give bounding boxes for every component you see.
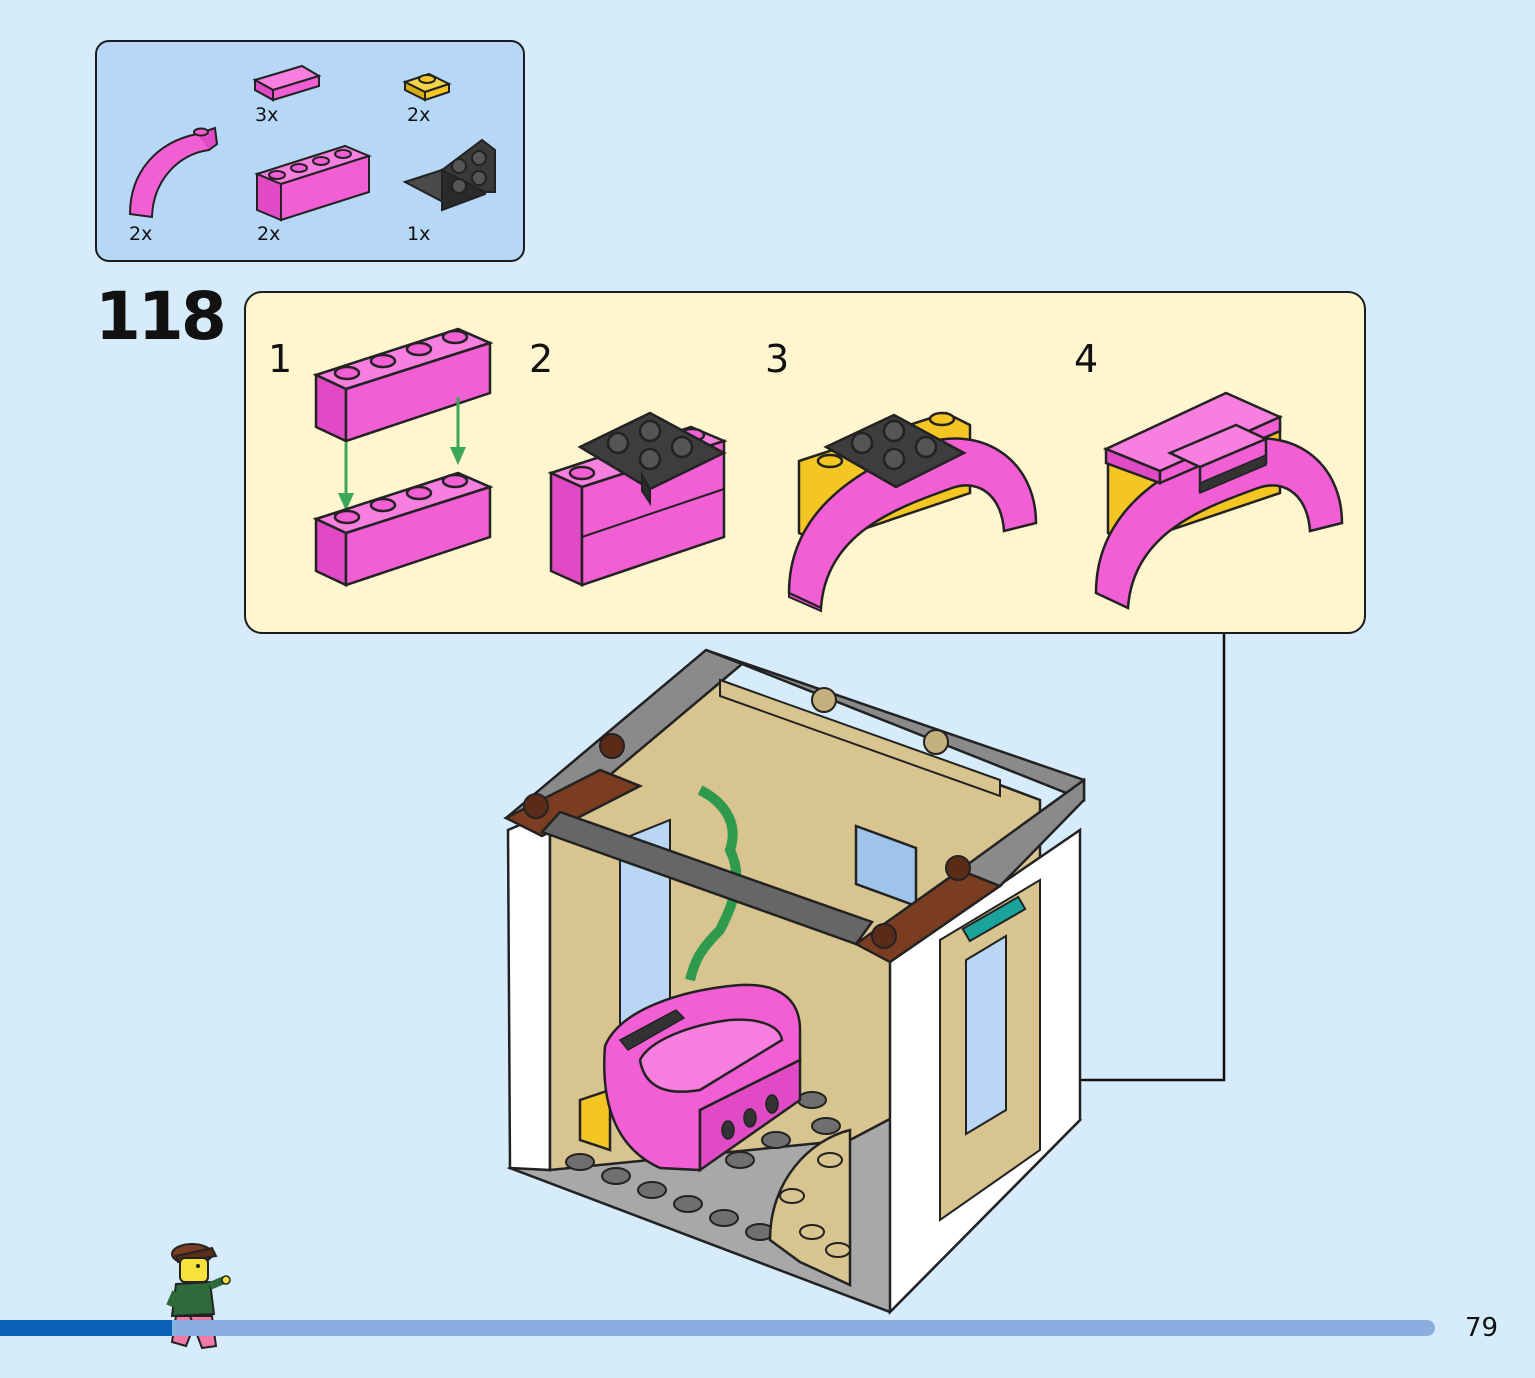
callout-arrow-icon <box>800 1066 836 1094</box>
pink-brick-1x4-icon <box>254 144 372 222</box>
substeps-illustrations <box>312 327 1344 613</box>
substep-label-3: 3 <box>765 337 790 381</box>
substep-3-illustration <box>787 411 1038 613</box>
substep-2-illustration <box>547 411 728 587</box>
progress-bar <box>0 1320 1435 1336</box>
black-bracket-icon <box>402 138 496 212</box>
substep-label-2: 2 <box>529 337 554 381</box>
step-number: 118 <box>95 278 227 355</box>
substep-label-1: 1 <box>268 337 293 381</box>
pink-curved-slope-icon <box>128 126 219 219</box>
parts-list-box: 3x 2x 2x 2x 1x <box>95 40 525 262</box>
page-number: 79 <box>1465 1313 1499 1343</box>
substep-4-illustration <box>1094 391 1344 610</box>
yellow-plate-icon <box>402 72 452 102</box>
qty-black-bracket: 1x <box>407 223 431 245</box>
substep-1-illustration <box>312 327 494 587</box>
callout-line <box>818 634 1226 1082</box>
parts-illustrations <box>128 64 496 222</box>
qty-pink-curved-slope: 2x <box>129 223 153 245</box>
qty-pink-plate: 3x <box>255 104 279 126</box>
progress-bar-fill <box>0 1320 173 1336</box>
substeps-box: 1 2 3 4 <box>244 291 1366 634</box>
qty-pink-brick: 2x <box>257 223 281 245</box>
pink-plate-icon <box>252 64 322 102</box>
substep-label-4: 4 <box>1074 337 1099 381</box>
qty-yellow-plate: 2x <box>407 104 431 126</box>
